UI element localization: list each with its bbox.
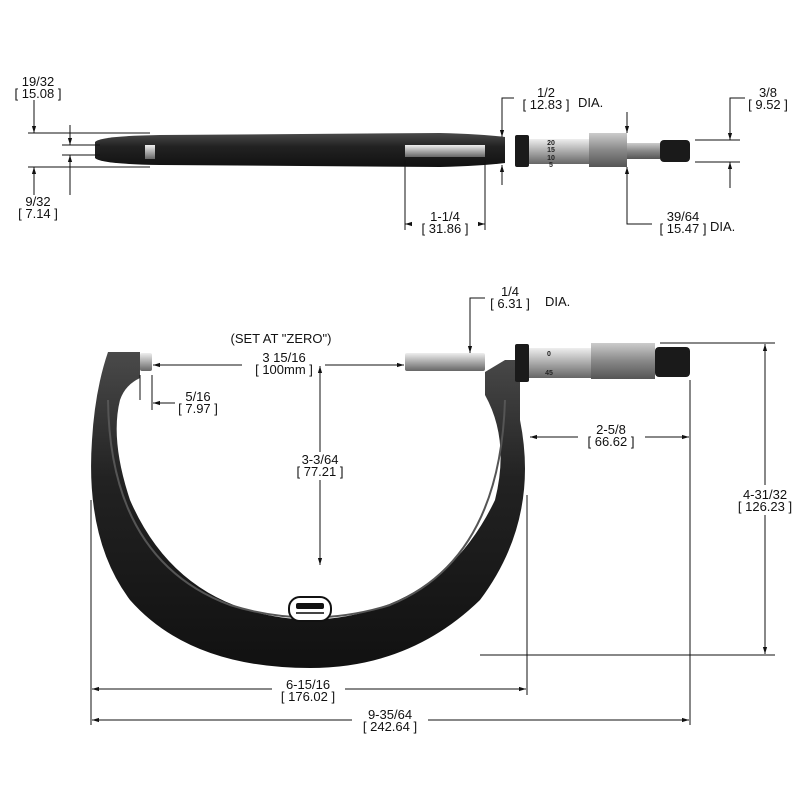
spindle-top (405, 145, 485, 157)
dim-anvil-offset-inch: 5/16 (185, 389, 210, 404)
dim-tip-height-inch: 19/32 (22, 74, 55, 89)
dim-thimble-dia-suffix: DIA. (710, 219, 735, 234)
anvil-top (145, 145, 155, 159)
dim-tip-width-inch: 9/32 (25, 194, 50, 209)
dim-sleeve-dia-inch: 1/2 (537, 85, 555, 100)
scale-tick-label: 20 (547, 140, 555, 147)
dim-spindle-dia-suffix: DIA. (545, 294, 570, 309)
dim-head-length-mm: [ 66.62 ] (588, 434, 635, 449)
dim-range-inch: 3 15/16 (262, 350, 305, 365)
dim-spindle-dia-inch: 1/4 (501, 284, 519, 299)
dim-overall-length-inch: 9-35/64 (368, 707, 412, 722)
ratchet-top (627, 143, 660, 159)
frame-top-body (95, 133, 505, 167)
spindle (405, 353, 485, 371)
dim-thimble-dia-mm: [ 15.47 ] (660, 221, 707, 236)
brand-logo-plate (288, 596, 332, 622)
thimble (591, 343, 655, 379)
c-frame (91, 352, 526, 668)
sleeve-top (529, 139, 589, 164)
dim-tip-width-mm: [ 7.14 ] (18, 206, 58, 221)
dim-overall-height-mm: [ 126.23 ] (738, 499, 792, 514)
scale-tick-label: 5 (549, 162, 553, 169)
dim-throat-depth-inch: 3-3/64 (302, 452, 339, 467)
side-view-dimensions: (SET AT "ZERO") 1/4 [ 6.31 ] DIA. 3 15/1… (90, 284, 792, 734)
dim-throat-depth-mm: [ 77.21 ] (297, 464, 344, 479)
lock-ring-top (515, 135, 529, 167)
dim-overall-height-inch: 4-31/32 (743, 487, 787, 502)
dim-range-mm: [ 100mm ] (255, 362, 313, 377)
dim-tip-height-mm: [ 15.08 ] (15, 86, 62, 101)
scale-tick-label: 0 (547, 351, 551, 358)
top-view-dimensions: 19/32 [ 15.08 ] 9/32 [ 7.14 ] 1/2 [ 12.8… (15, 74, 788, 236)
micrometer-top-view: 20 15 10 5 (95, 133, 690, 169)
dim-spindle-exposed-inch: 1-1/4 (430, 209, 460, 224)
micrometer-side-view: 0 45 (91, 343, 690, 668)
dim-anvil-offset-mm: [ 7.97 ] (178, 401, 218, 416)
dim-thimble-dia-inch: 39/64 (667, 209, 700, 224)
dim-head-length-inch: 2-5/8 (596, 422, 626, 437)
dim-sleeve-dia-mm: [ 12.83 ] (523, 97, 570, 112)
dim-ratchet-dia-inch: 3/8 (759, 85, 777, 100)
scale-tick-label: 10 (547, 155, 555, 162)
ratchet-cap-top (660, 140, 690, 162)
thimble-ratchet-top (589, 133, 627, 167)
lock-ring (515, 344, 529, 382)
dim-sleeve-dia-suffix: DIA. (578, 95, 603, 110)
dim-ratchet-dia-mm: [ 9.52 ] (748, 97, 788, 112)
dim-spindle-dia-mm: [ 6.31 ] (490, 296, 530, 311)
set-at-zero-note: (SET AT "ZERO") (231, 331, 332, 346)
sleeve (529, 348, 591, 378)
dim-frame-width-inch: 6-15/16 (286, 677, 330, 692)
dim-overall-length-mm: [ 242.64 ] (363, 719, 417, 734)
scale-tick-label: 15 (547, 147, 555, 154)
dim-spindle-exposed-mm: [ 31.86 ] (422, 221, 469, 236)
ratchet-cap (655, 347, 690, 377)
anvil (140, 353, 152, 371)
dim-frame-width-mm: [ 176.02 ] (281, 689, 335, 704)
scale-tick-label: 45 (545, 370, 553, 377)
